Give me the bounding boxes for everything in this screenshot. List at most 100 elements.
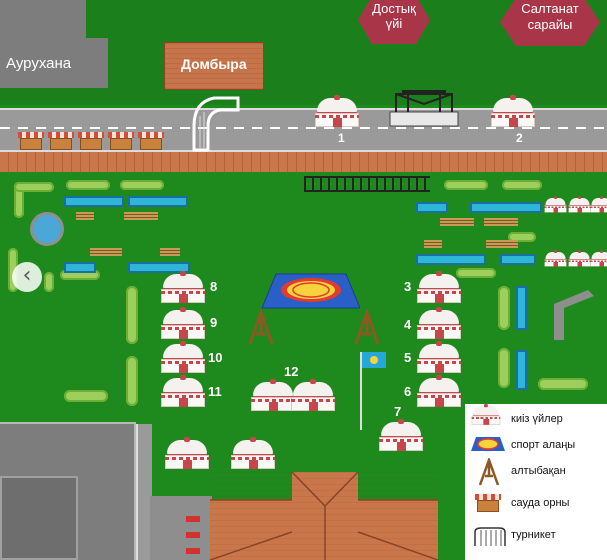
legend-panel: киіз үйлер спорт алаңы алтыбақан сауда о… [465,404,607,560]
bottom-yurt[interactable] [230,437,276,470]
yurt-6[interactable] [416,375,462,408]
small-yurt[interactable] [544,196,567,213]
hedge [44,272,54,292]
hedge [14,182,24,218]
parked-car [186,532,200,538]
hedge [14,182,54,192]
swing-right[interactable] [352,310,382,346]
hedge [444,180,488,190]
yurt-8[interactable] [160,271,206,304]
bench [440,218,474,226]
bench [90,248,122,256]
pool [516,286,527,330]
pool [64,196,124,207]
road-number-1: 1 [338,131,345,145]
bench [484,218,518,226]
pool [416,254,486,265]
stall[interactable] [138,132,164,150]
path-segment [554,290,594,340]
road-number-2: 2 [516,131,523,145]
stall[interactable] [108,132,134,150]
yurt-number-3: 3 [404,279,412,294]
small-yurt[interactable] [568,250,591,267]
hedge [508,232,536,242]
legend-trade-icon [475,494,501,512]
yurt-9[interactable] [160,307,206,340]
yurt-10[interactable] [160,341,206,374]
legend-turnstile: турникет [471,522,607,552]
legend-sport-icon [471,437,505,451]
legend-trade-label: сауда орны [511,497,570,509]
entrance-arch[interactable] [186,92,246,154]
yurt-1[interactable] [314,95,360,128]
legend-sport: спорт алаңы [471,432,607,462]
legend-trade: сауда орны [471,490,607,520]
yurt-number-5: 5 [404,350,412,365]
pool [128,196,188,207]
legend-yurts-label: киіз үйлер [511,413,563,425]
main-building-roof[interactable] [210,472,438,560]
hedge [66,180,110,190]
yurt-5[interactable] [416,341,462,374]
sport-arena[interactable] [262,272,360,310]
legend-yurts: киіз үйлер [471,404,607,436]
small-yurt[interactable] [590,196,607,213]
stall[interactable] [48,132,74,150]
yurt-12b[interactable] [290,379,336,412]
brick-walkway [0,152,607,172]
bottom-left-inner-block [0,476,78,560]
hospital-label: Аурухана [6,55,72,72]
hedge [502,180,542,190]
yurt-2[interactable] [490,95,536,128]
parked-car [186,548,200,554]
yurt-7[interactable] [378,419,424,452]
small-yurt[interactable] [568,196,591,213]
dombyra-label: Домбыра [181,56,247,72]
hedge [60,270,100,280]
legend-turnstile-label: турникет [511,529,556,541]
bench [424,240,442,248]
yurt-number-9: 9 [210,315,218,330]
pool [64,262,96,273]
small-yurt[interactable] [544,250,567,267]
yurt-number-6: 6 [404,384,412,399]
stall[interactable] [78,132,104,150]
legend-swing-label: алтыбақан [511,465,566,477]
hedge [64,390,108,402]
flag-pole [360,352,362,430]
pool [516,350,527,390]
small-yurt[interactable] [590,250,607,267]
hospital-building[interactable] [0,0,86,88]
stage[interactable] [388,90,460,130]
yurt-11[interactable] [160,375,206,408]
legend-extra-strip [592,404,607,560]
bottom-yurt[interactable] [164,437,210,470]
dostyk-building[interactable] [358,0,430,48]
stall[interactable] [18,132,44,150]
vertical-road [136,424,152,560]
yurt-12a[interactable] [250,379,296,412]
yurt-number-12: 12 [284,364,299,379]
yurt-4[interactable] [416,307,462,340]
yurt-number-8: 8 [210,279,218,294]
legend-sport-label: спорт алаңы [511,439,576,451]
pool [470,202,542,213]
yurt-3[interactable] [416,271,462,304]
fountain[interactable] [30,212,64,246]
dombyra-building[interactable] [164,42,264,90]
dostyk-label: Достық үйі [372,1,416,31]
legend-turnstile-icon [474,527,506,546]
pool [128,262,190,273]
yurt-number-10: 10 [208,350,223,365]
hedge [120,180,164,190]
hedge [498,286,510,330]
hedge [126,286,138,344]
hospital-wing [86,38,108,88]
road-center-line [0,127,607,129]
saltanat-building[interactable] [500,0,600,50]
bench [124,212,158,220]
yurt-number-11: 11 [208,384,222,399]
prev-arrow-button[interactable]: ‹ [12,262,42,292]
swing-left[interactable] [246,310,276,346]
legend-swing: алтыбақан [471,458,607,488]
